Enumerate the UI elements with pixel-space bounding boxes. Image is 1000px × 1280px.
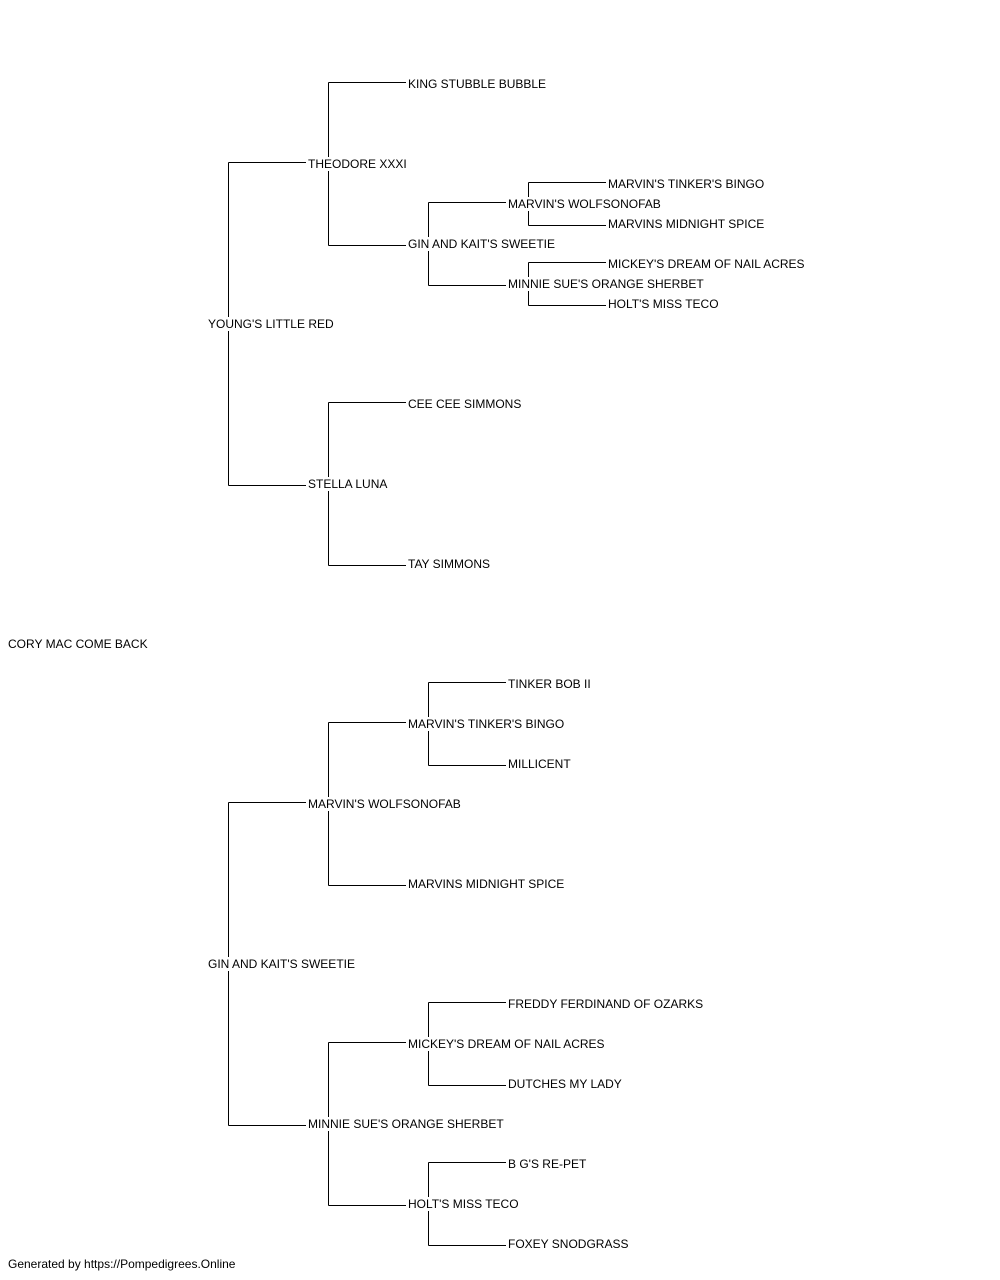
sire-sire-sire-name: KING STUBBLE BUBBLE (408, 77, 548, 91)
dam-sire-dam-name: MARVINS MIDNIGHT SPICE (408, 877, 566, 891)
sire-sire-dam-dam-sire-name: MICKEY'S DREAM OF NAIL ACRES (608, 257, 806, 271)
sire-sire-dam-sire-dam-name: MARVINS MIDNIGHT SPICE (608, 217, 766, 231)
dam-dam-name: MINNIE SUE'S ORANGE SHERBET (308, 1117, 505, 1131)
sire-sire-dam-name: GIN AND KAIT'S SWEETIE (408, 237, 556, 251)
dam-dam-dam-sire-name: B G'S RE-PET (508, 1157, 588, 1171)
generated-by-footer: Generated by https://Pompedigrees.Online (8, 1257, 236, 1271)
sire-sire-dam-sire-name: MARVIN'S WOLFSONOFAB (508, 197, 662, 211)
sire-name: YOUNG'S LITTLE RED (208, 317, 335, 331)
dam-dam-sire-sire-name: FREDDY FERDINAND OF OZARKS (508, 997, 705, 1011)
dam-name: GIN AND KAIT'S SWEETIE (208, 957, 356, 971)
dam-sire-sire-name: MARVIN'S TINKER'S BINGO (408, 717, 566, 731)
dam-dam-sire-name: MICKEY'S DREAM OF NAIL ACRES (408, 1037, 606, 1051)
dam-sire-name: MARVIN'S WOLFSONOFAB (308, 797, 462, 811)
sire-sire-name: THEODORE XXXI (308, 157, 408, 171)
sire-sire-dam-sire-sire-name: MARVIN'S TINKER'S BINGO (608, 177, 766, 191)
sire-dam-name: STELLA LUNA (308, 477, 389, 491)
dam-dam-dam-dam-name: FOXEY SNODGRASS (508, 1237, 630, 1251)
dam-sire-sire-sire-name: TINKER BOB II (508, 677, 592, 691)
dam-sire-sire-dam-name: MILLICENT (508, 757, 572, 771)
dam-dam-dam-name: HOLT'S MISS TECO (408, 1197, 520, 1211)
sire-dam-dam-name: TAY SIMMONS (408, 557, 492, 571)
subject-name: CORY MAC COME BACK (8, 637, 149, 651)
sire-sire-dam-dam-dam-name: HOLT'S MISS TECO (608, 297, 720, 311)
sire-sire-dam-dam-name: MINNIE SUE'S ORANGE SHERBET (508, 277, 705, 291)
dam-dam-sire-dam-name: DUTCHES MY LADY (508, 1077, 623, 1091)
sire-dam-sire-name: CEE CEE SIMMONS (408, 397, 523, 411)
